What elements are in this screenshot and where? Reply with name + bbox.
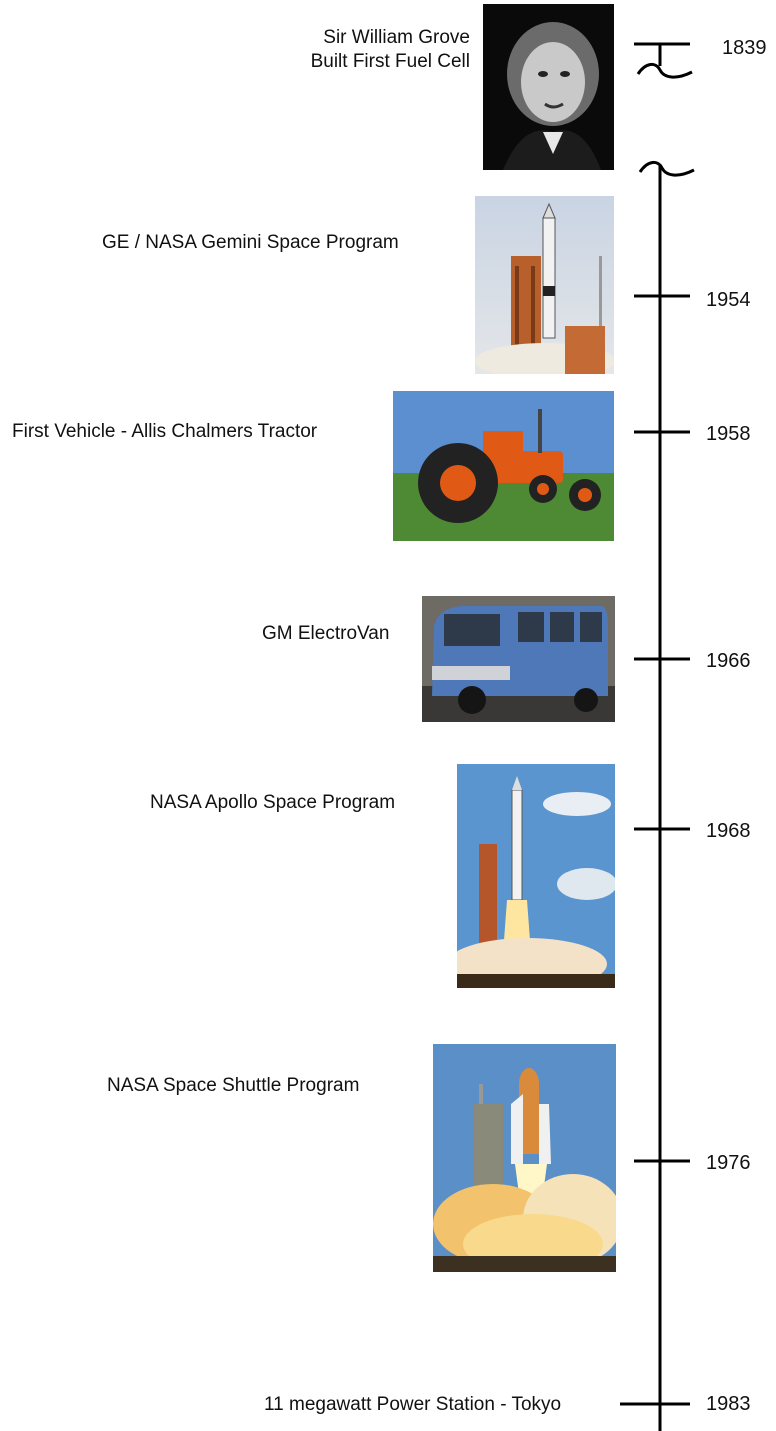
tractor-photo xyxy=(393,391,614,541)
axis-break-mark-upper xyxy=(636,63,693,79)
event-label: GE / NASA Gemini Space Program xyxy=(102,232,399,253)
event-label: GM ElectroVan xyxy=(262,623,390,644)
space-shuttle-photo xyxy=(433,1044,616,1272)
event-label-line: Built First Fuel Cell xyxy=(310,51,470,72)
year-label: 1968 xyxy=(706,820,751,842)
event-label: 11 megawatt Power Station - Tokyo xyxy=(264,1394,562,1415)
portrait-photo xyxy=(483,4,614,170)
axis-break-mark-lower xyxy=(638,161,695,177)
year-label: 1966 xyxy=(706,650,751,672)
van-photo xyxy=(422,596,615,722)
event-label: NASA Space Shuttle Program xyxy=(107,1075,360,1096)
event-label: First Vehicle - Allis Chalmers Tractor xyxy=(12,421,318,442)
year-label: 1976 xyxy=(706,1152,751,1174)
event-label: NASA Apollo Space Program xyxy=(150,792,396,813)
year-label: 1958 xyxy=(706,423,751,445)
year-label: 1983 xyxy=(706,1393,751,1415)
rocket-launch-pad-photo xyxy=(475,196,614,374)
year-label: 1839 xyxy=(722,37,767,59)
rocket-liftoff-photo xyxy=(457,764,615,988)
event-label-line: Sir William Grove xyxy=(323,27,470,48)
event-label: Sir William Grove Built First Fuel Cell xyxy=(311,26,470,74)
year-label: 1954 xyxy=(706,289,751,311)
